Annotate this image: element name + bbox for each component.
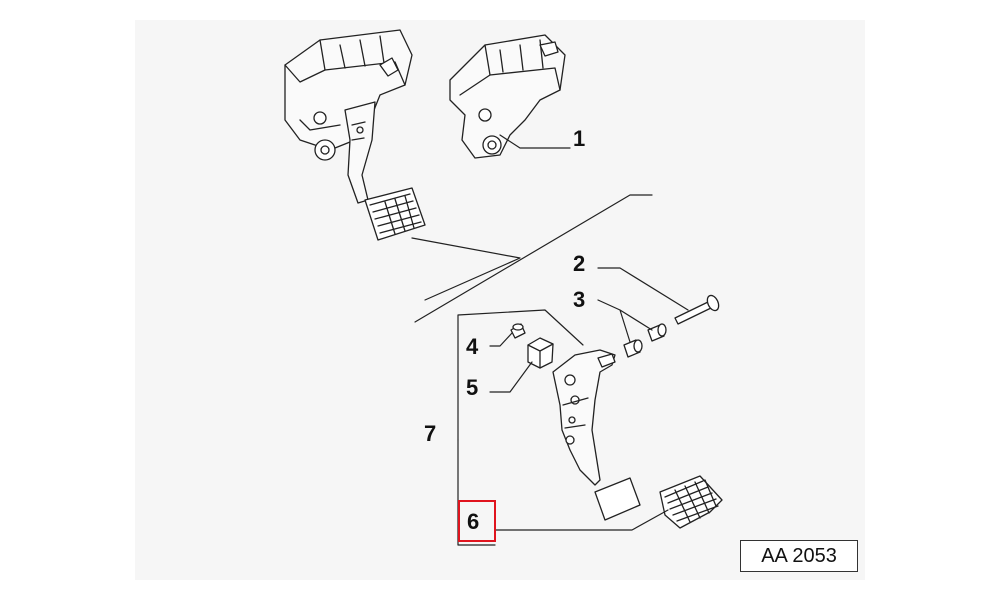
part-2-bolt [674, 294, 720, 325]
section-line-lower [411, 237, 521, 301]
leader-lines [411, 134, 689, 546]
leader-5 [489, 361, 533, 393]
part-3-bushings [623, 323, 667, 358]
leader-1 [499, 134, 571, 149]
leader-4 [489, 332, 513, 347]
callout-3: 3 [573, 287, 586, 312]
callout-7: 7 [424, 421, 437, 446]
leader-2 [597, 267, 689, 311]
part-1-bracket [449, 34, 566, 159]
part-6-pedal-pad [659, 475, 723, 529]
callout-6-highlight-box [458, 500, 496, 542]
section-line-upper [414, 194, 653, 323]
reference-code: AA 2053 [761, 544, 837, 567]
leader-7b [457, 439, 496, 546]
callout-2: 2 [573, 251, 586, 276]
callout-1: 1 [573, 126, 586, 151]
reference-code-box: AA 2053 [740, 540, 858, 572]
callout-5: 5 [466, 375, 479, 400]
leader-3 [597, 299, 653, 343]
part-4-cap [510, 323, 526, 339]
callout-6: 6 [467, 509, 480, 534]
part-7-pedal-arm [552, 349, 641, 521]
leader-6 [494, 509, 669, 531]
callout-4: 4 [466, 334, 479, 359]
pedal-box-assembly [284, 29, 426, 241]
leader-7 [457, 309, 584, 441]
part-5-stop-block [527, 337, 554, 369]
